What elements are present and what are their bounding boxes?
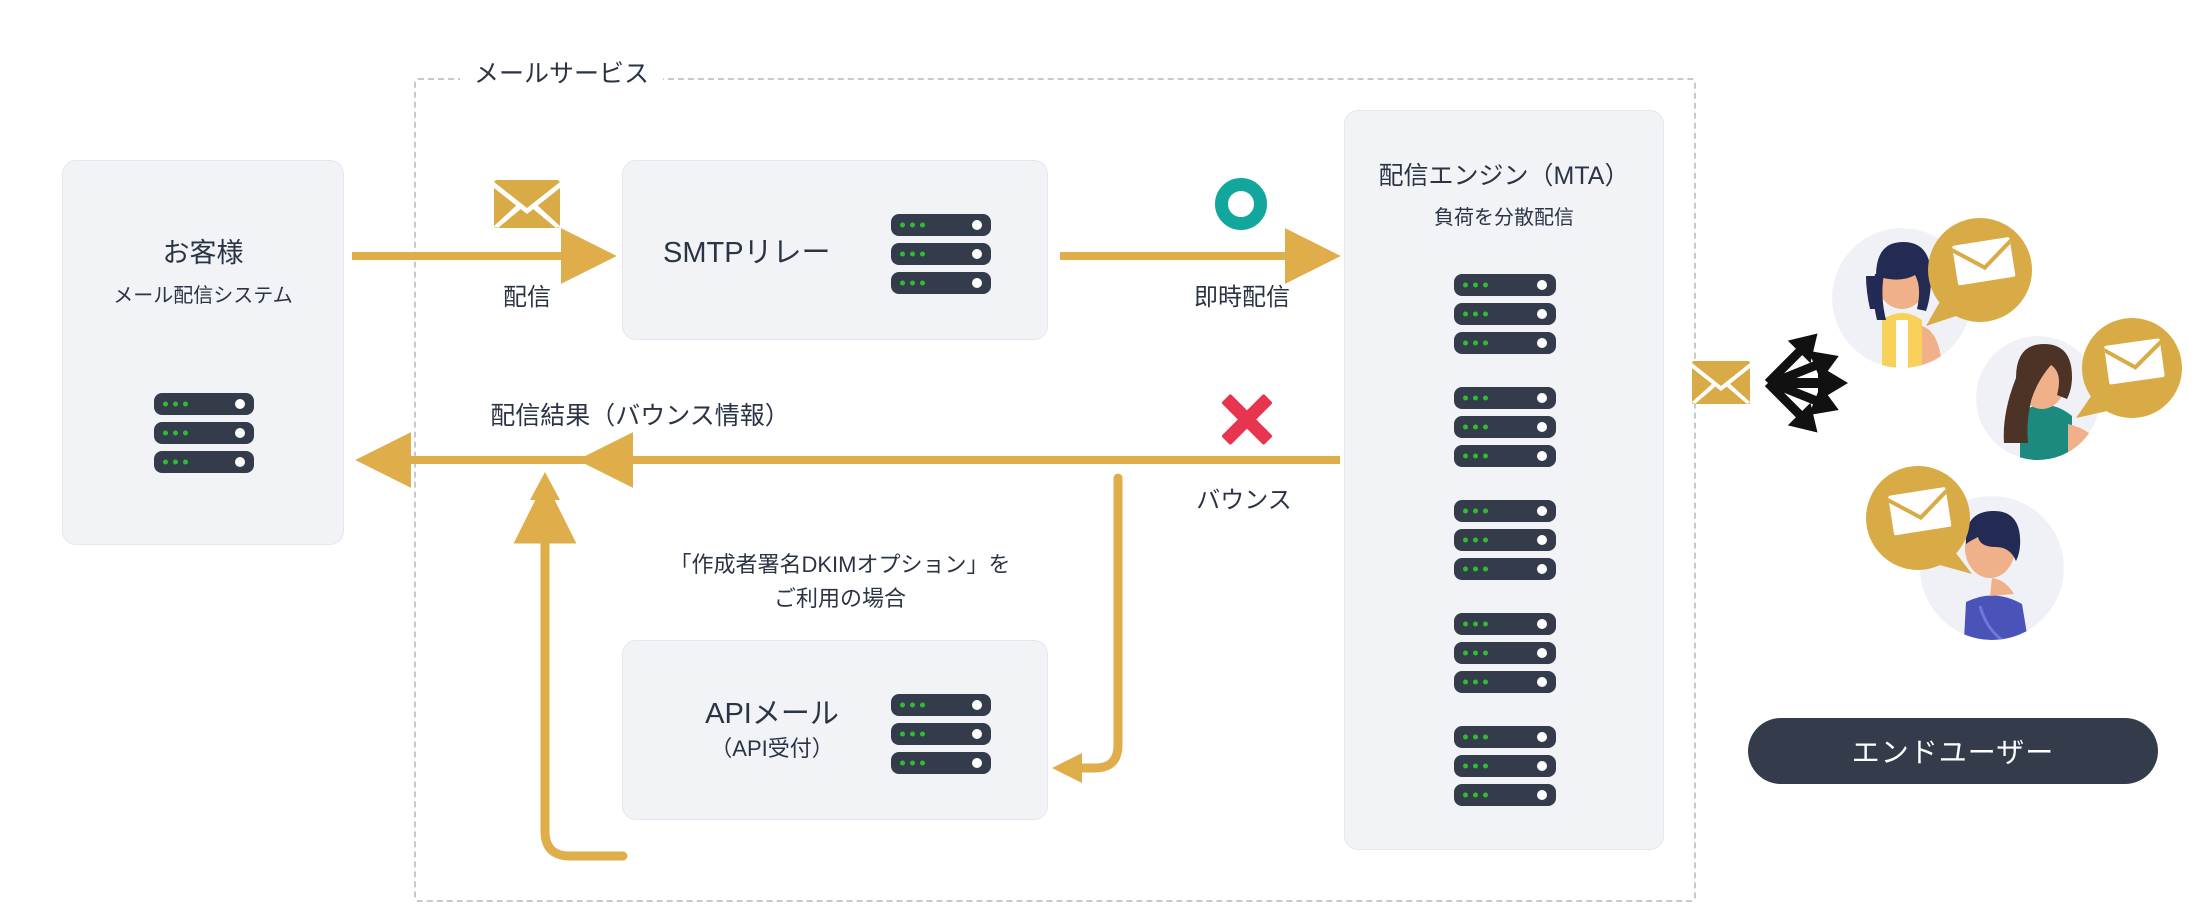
fanout-arrows-icon [1764, 333, 1848, 433]
teal-ring-icon [1215, 178, 1267, 230]
api-mail-label: APIメール [705, 698, 839, 730]
mail-bubble-icon-2 [2076, 318, 2182, 418]
dkim-option-note: 「作成者署名DKIMオプション」を ご利用の場合 [640, 548, 1040, 616]
dkim-note-line-2: ご利用の場合 [773, 586, 906, 611]
customer-title: お客様 [162, 238, 244, 268]
mta-subtitle: 負荷を分散配信 [1434, 207, 1574, 229]
server-rack-icon [1454, 726, 1556, 806]
customer-subtitle: メール配信システム [113, 285, 293, 307]
flow-label-delivery-result: 配信結果（バウンス情報） [490, 402, 790, 430]
end-user-button-label: エンドユーザー [1851, 737, 2055, 768]
server-rack-icon [1454, 274, 1556, 354]
dkim-note-line-1: 「作成者署名DKIMオプション」を [669, 552, 1011, 577]
red-x-icon [1218, 390, 1276, 448]
flow-label-bounce: バウンス [1196, 487, 1292, 514]
mail-service-group-label: メールサービス [460, 57, 664, 91]
server-rack-icon [891, 214, 991, 294]
mail-service-group-boundary [414, 78, 1696, 902]
server-rack-icon [1454, 500, 1556, 580]
smtp-relay-label: SMTPリレー [663, 237, 831, 269]
mail-bubble-icon-1 [1926, 218, 2032, 326]
delivery-engine-mta-card: 配信エンジン（MTA） 負荷を分散配信 [1344, 110, 1664, 850]
smtp-relay-card: SMTPリレー [622, 160, 1048, 340]
recipient-avatar-2 [1976, 336, 2100, 460]
gold-envelope-icon [494, 180, 560, 228]
end-user-illustration [1692, 218, 2182, 640]
api-mail-sublabel: （API受付） [710, 736, 834, 761]
flow-label-deliver: 配信 [503, 284, 551, 311]
server-rack-icon [891, 694, 991, 774]
gold-envelope-icon [1692, 361, 1750, 404]
mail-bubble-icon-3 [1866, 466, 1972, 574]
server-rack-icon [1454, 613, 1556, 693]
customer-system-card: お客様 メール配信システム [62, 160, 344, 545]
server-rack-icon [1454, 387, 1556, 467]
api-mail-label-group: APIメール （API受付） [657, 641, 887, 819]
server-rack-icon [154, 393, 254, 473]
end-user-button[interactable]: エンドユーザー [1748, 718, 2158, 784]
flow-label-instant: 即時配信 [1194, 284, 1290, 311]
api-mail-card: APIメール （API受付） [622, 640, 1048, 820]
mta-title: 配信エンジン（MTA） [1378, 162, 1630, 190]
